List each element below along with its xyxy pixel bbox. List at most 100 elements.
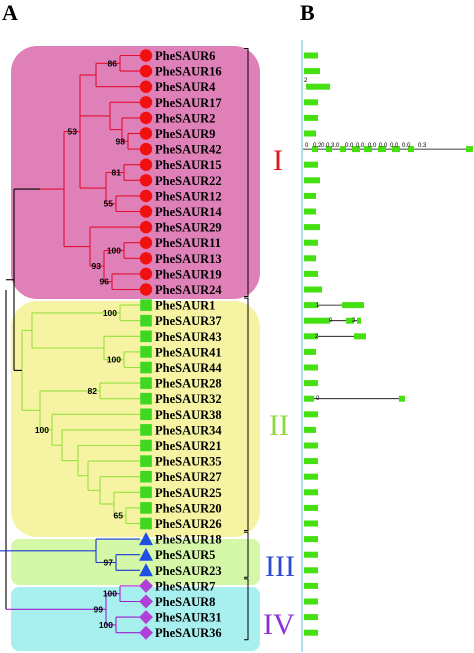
gene-labels: PheSAUR6PheSAUR16PheSAUR4PheSAUR17PheSAU… xyxy=(155,49,222,640)
exon-block xyxy=(304,208,316,215)
gene-label: PheSAUR22 xyxy=(155,174,222,188)
bootstrap-value: 82 xyxy=(88,386,98,396)
exon-block xyxy=(304,364,318,371)
bootstrap-value: 81 xyxy=(112,168,122,178)
gene-marker-circle xyxy=(139,205,153,218)
exon-block xyxy=(364,146,372,153)
gene-marker-square xyxy=(140,330,152,343)
gene-label: PheSAUR41 xyxy=(155,345,222,359)
position-label: 3.0 xyxy=(331,143,340,149)
gene-marker-square xyxy=(140,361,152,374)
gene-label: PheSAUR6 xyxy=(155,49,215,63)
exon-block xyxy=(304,489,318,496)
exon-block xyxy=(304,536,318,543)
gene-marker-circle xyxy=(139,283,153,296)
gene-marker-square xyxy=(140,408,152,421)
exon-block xyxy=(354,333,366,340)
gene-marker-triangle xyxy=(139,532,153,546)
gene-label: PheSAUR21 xyxy=(155,439,222,453)
position-label: 0.2 xyxy=(313,143,322,149)
group-label-i: I xyxy=(273,144,283,177)
gene-label: PheSAUR20 xyxy=(155,501,222,515)
gene-marker-circle xyxy=(139,158,153,171)
gene-label: PheSAUR18 xyxy=(155,533,222,547)
gene-label: PheSAUR44 xyxy=(155,361,222,375)
exon-block xyxy=(304,598,318,605)
gene-label: PheSAUR43 xyxy=(155,330,222,344)
group-i-background xyxy=(11,46,260,299)
bootstrap-value: 98 xyxy=(116,136,126,146)
gene-label: PheSAUR15 xyxy=(155,158,222,172)
gene-label: PheSAUR24 xyxy=(155,283,222,297)
bootstrap-value: 100 xyxy=(99,620,113,630)
gene-marker-circle xyxy=(139,220,153,234)
gene-label: PheSAUR11 xyxy=(155,236,221,250)
position-label: 2 xyxy=(315,334,319,340)
gene-marker-circle xyxy=(139,80,153,93)
gene-marker-circle xyxy=(139,189,153,203)
exon-block xyxy=(304,192,316,199)
group-label-iii: III xyxy=(265,550,295,583)
bootstrap-value: 100 xyxy=(35,425,49,435)
gene-marker-circle xyxy=(139,142,153,156)
exon-block xyxy=(392,146,400,153)
group-bracket xyxy=(244,578,249,641)
gene-marker-square xyxy=(140,486,152,499)
bootstrap-value: 100 xyxy=(107,246,121,256)
gene-label: PheSAUR37 xyxy=(155,314,222,328)
gene-marker-triangle xyxy=(139,547,153,561)
gene-label: PheSAUR17 xyxy=(155,96,222,110)
exon-block xyxy=(304,130,316,137)
position-label: 0.0 xyxy=(368,143,377,149)
exon-block xyxy=(304,302,318,309)
exon-block xyxy=(304,614,318,621)
gene-marker-circle xyxy=(139,127,153,140)
bootstrap-value: 65 xyxy=(114,511,124,521)
panel-label-b: B xyxy=(300,0,315,25)
gene-marker-square xyxy=(140,517,152,530)
gene-label: PheSAUR4 xyxy=(155,80,216,94)
gene-label: PheSAUR14 xyxy=(155,205,222,219)
gene-marker-circle xyxy=(139,236,153,249)
gene-marker-square xyxy=(140,377,152,389)
exon-block xyxy=(304,270,318,277)
exon-block xyxy=(357,317,361,324)
position-label: 0 xyxy=(305,143,309,149)
gene-label: PheSAUR13 xyxy=(155,252,222,266)
exon-block xyxy=(304,629,318,636)
position-label: 0.0 xyxy=(390,143,399,149)
position-label: 0.0 xyxy=(379,143,388,149)
gene-markers xyxy=(139,49,153,640)
exon-block xyxy=(304,567,318,574)
position-label: 0 xyxy=(316,396,320,402)
position-label: 0 xyxy=(329,318,333,324)
exon-block xyxy=(312,83,330,90)
gene-label: PheSAUR36 xyxy=(155,626,222,640)
exon-block xyxy=(408,146,414,153)
gene-label: PheSAUR7 xyxy=(155,579,215,593)
exon-block xyxy=(304,161,318,168)
gene-label: PheSAUR31 xyxy=(155,611,222,625)
gene-label: PheSAUR2 xyxy=(155,111,215,125)
group-bracket xyxy=(244,297,249,531)
gene-marker-diamond xyxy=(139,625,153,640)
gene-label: PheSAUR38 xyxy=(155,408,222,422)
gene-marker-square xyxy=(140,439,152,452)
gene-label: PheSAUR12 xyxy=(155,189,222,203)
gene-marker-circle xyxy=(139,267,153,281)
gene-label: PheSAUR32 xyxy=(155,392,222,406)
exon-block xyxy=(304,99,318,106)
gene-marker-circle xyxy=(139,64,153,78)
bootstrap-value: 86 xyxy=(108,58,118,68)
exon-block xyxy=(399,395,405,402)
exon-block xyxy=(342,302,364,309)
gene-label: PheSAUR35 xyxy=(155,455,222,469)
bootstrap-value: 100 xyxy=(103,589,117,599)
gene-label: PheSAUR8 xyxy=(155,595,215,609)
gene-label: PheSAUR5 xyxy=(155,548,215,562)
position-label: 2 xyxy=(304,78,308,84)
exon-block xyxy=(304,458,318,465)
gene-label: PheSAUR29 xyxy=(155,221,222,235)
gene-marker-square xyxy=(140,470,152,483)
